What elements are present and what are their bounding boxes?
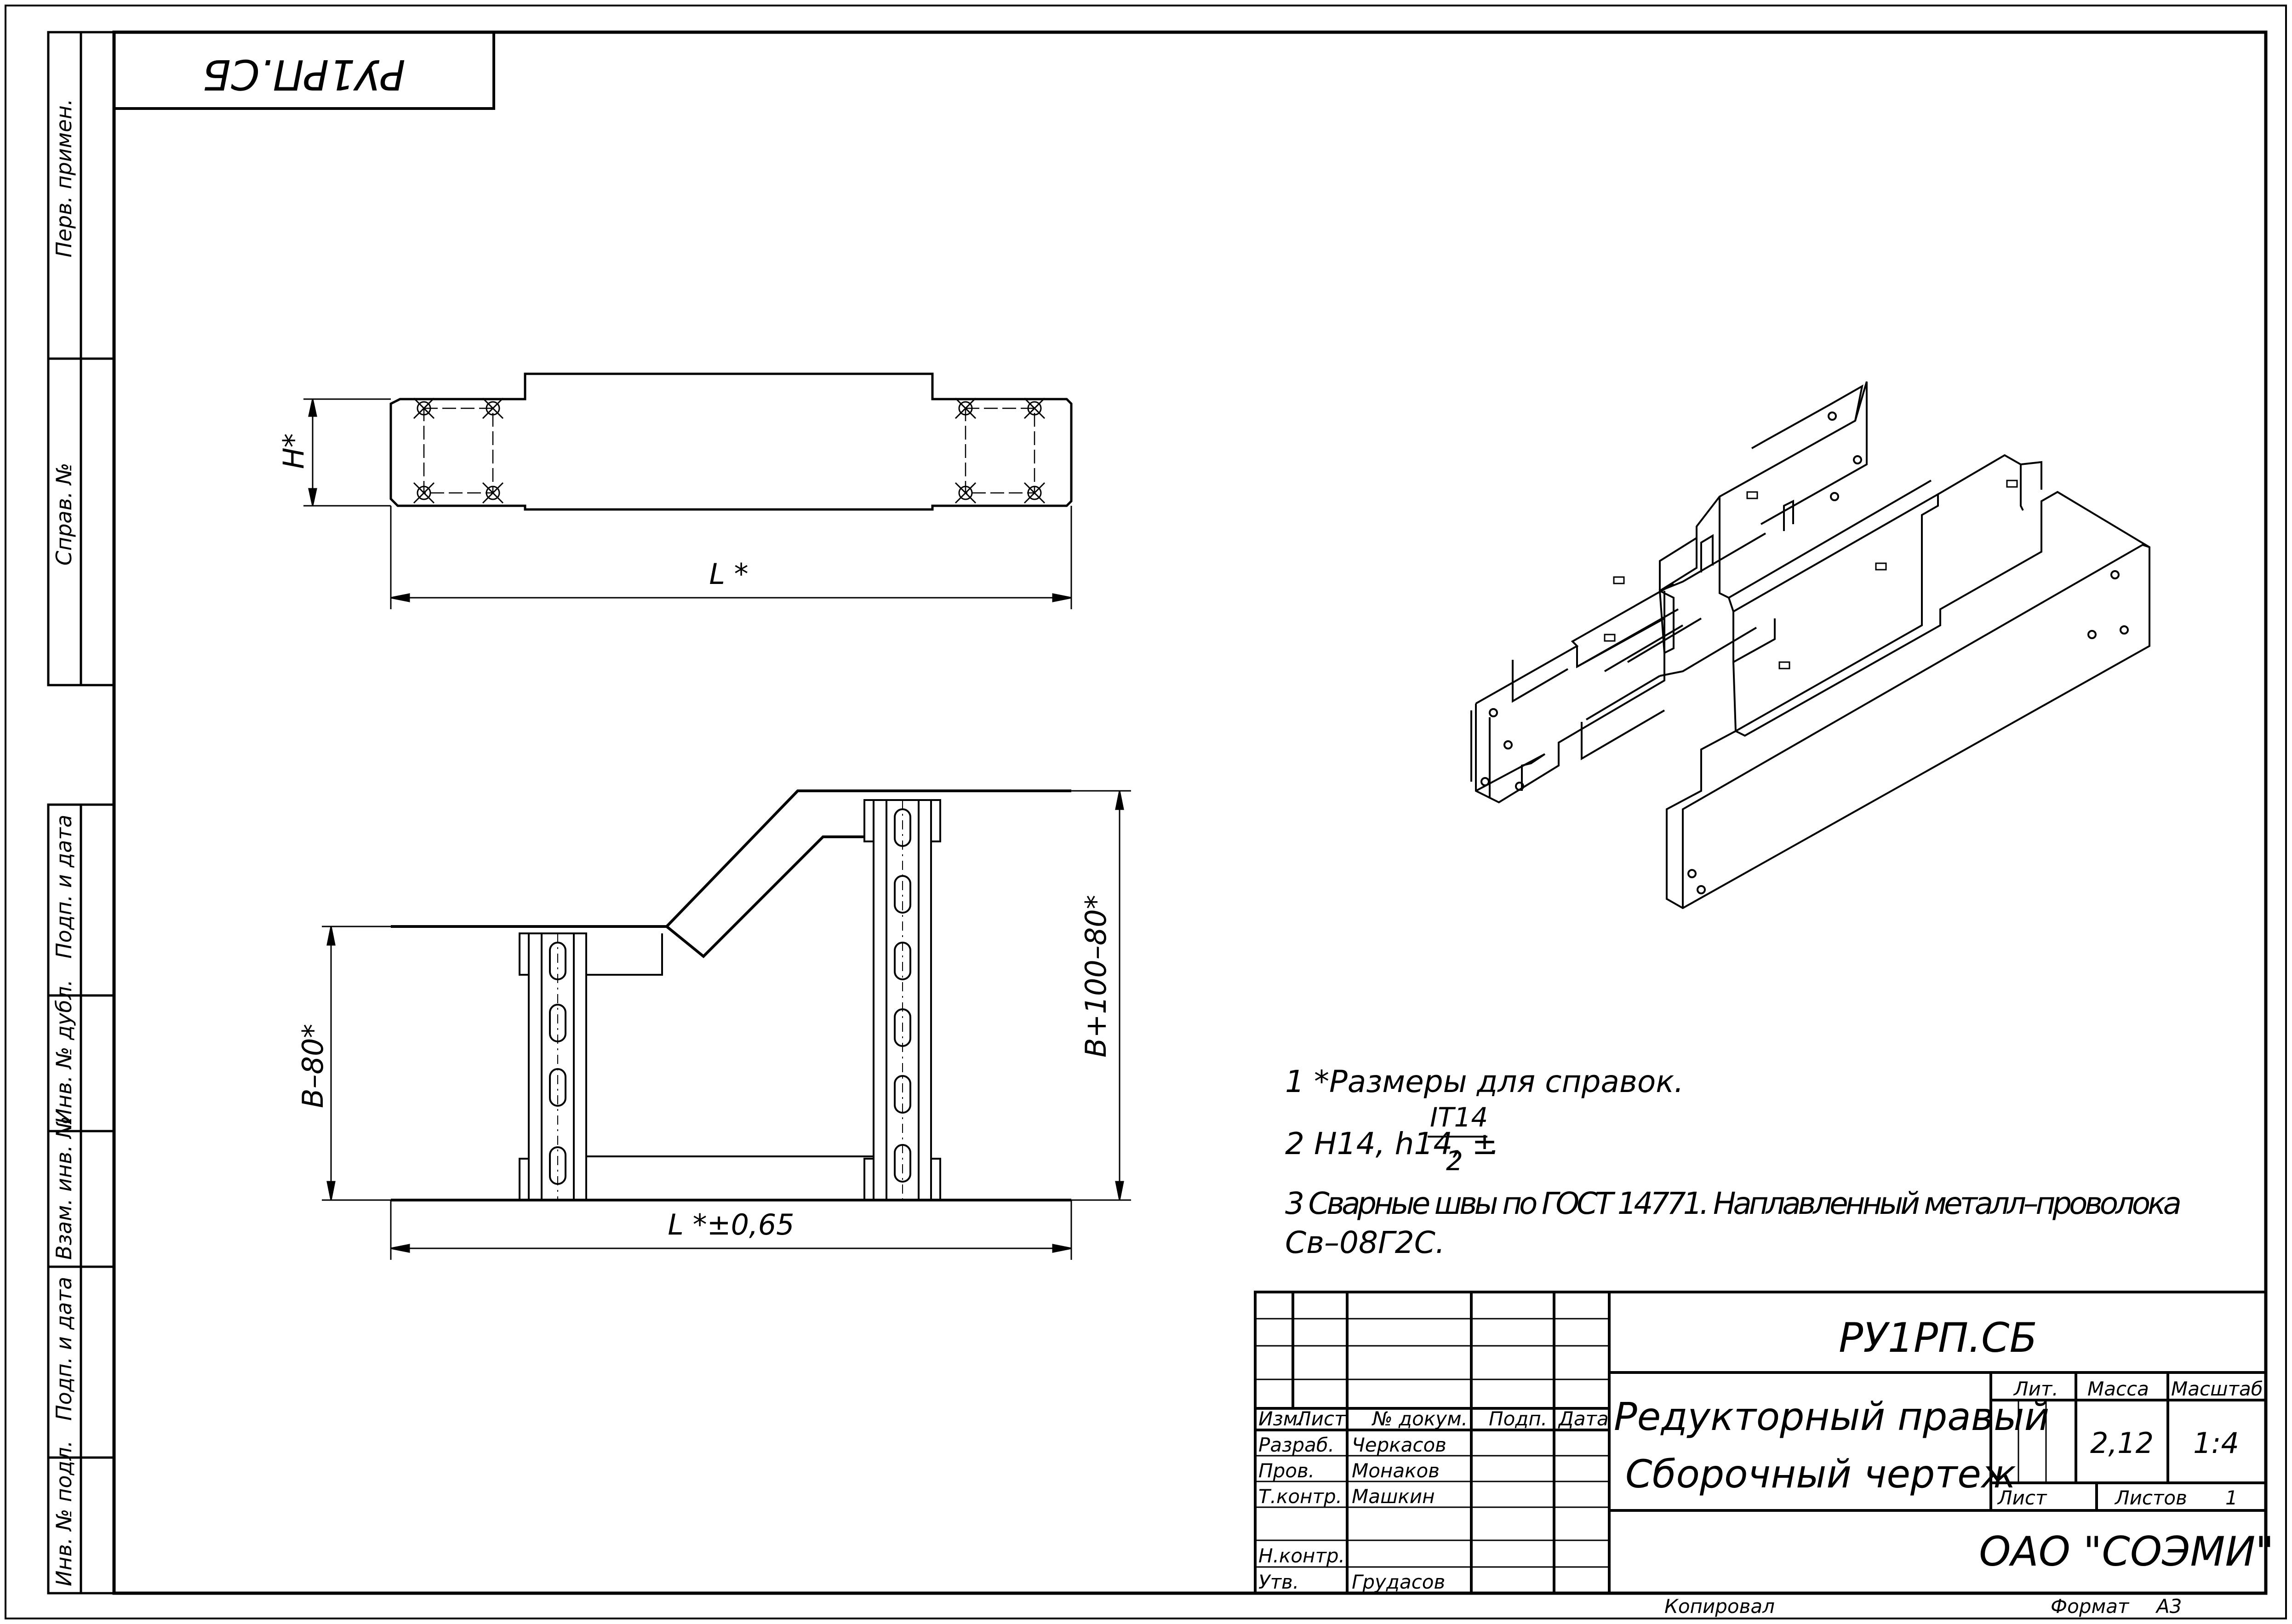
col-izm: Изм. (1258, 1407, 1304, 1430)
organization: ОАО "СОЭМИ" (1979, 1528, 2274, 1575)
name-razrab: Черкасов (1352, 1434, 1446, 1456)
sheets-value: 1 (2225, 1487, 2238, 1509)
b-minus-dimension (322, 926, 391, 1201)
left-strip-upper: Перв. примен. Справ. № (47, 31, 115, 686)
b-plus-dimension (1071, 790, 1131, 1201)
title-block: Изм. Лист № докум. Подп. Дата Разраб. Че… (1254, 1291, 2274, 1595)
note-2-numerator: IT14 (1430, 1102, 1488, 1133)
title-line-1: Редукторный правый (1614, 1394, 2049, 1439)
b-minus-dimension-label: B–80* (296, 1024, 330, 1108)
col-podp: Подп. (1489, 1407, 1547, 1430)
role-nkontr: Н.контр. (1258, 1544, 1345, 1567)
col-list: Лист (1296, 1407, 1346, 1430)
rung-slots (549, 800, 911, 1200)
square-slots (1604, 480, 2018, 669)
name-tkontr: Машкин (1352, 1485, 1435, 1508)
podp-data-label-1: Подп. и дата (51, 815, 76, 959)
scale-label: Масштаб (2171, 1378, 2263, 1400)
sheet-label: Лист (1997, 1487, 2047, 1509)
lit-label: Лит. (2013, 1378, 2058, 1400)
inv-podl-label: Инв. № подл. (51, 1441, 76, 1586)
role-razrab: Разраб. (1258, 1434, 1334, 1456)
inv-dubl-label: Инв. № дубл. (51, 979, 76, 1124)
mounting-holes (413, 397, 1046, 504)
note-2-denominator: 2 (1446, 1145, 1463, 1177)
scale-value: 1:4 (2193, 1426, 2239, 1460)
name-utv: Грудасов (1352, 1571, 1445, 1593)
l-tol-dimension-label: L *±0,65 (668, 1208, 794, 1241)
l-tol-dimension (390, 1200, 1072, 1260)
mirrored-designation-box: РУ1РП.СБ (113, 31, 495, 110)
col-data: Дата (1558, 1407, 1609, 1430)
podp-data-label-2: Подп. и дата (51, 1277, 76, 1421)
b-plus-dimension-label: B+100–80* (1079, 895, 1113, 1058)
copied-label: Копировал (1664, 1595, 1775, 1618)
col-doc: № докум. (1372, 1407, 1468, 1430)
role-tkontr: Т.контр. (1258, 1485, 1342, 1508)
note-2-suffix: . (1490, 1126, 1499, 1161)
note-3-line-2: Св–08Г2С. (1285, 1225, 1445, 1260)
outer-trim-border (5, 5, 2287, 1619)
sheets-label: Листов (2114, 1487, 2187, 1509)
plan-view-drawing: B–80* B+100–80* L *±0,65 (296, 789, 1131, 1260)
isometric-view-drawing (1470, 381, 2150, 909)
mass-label: Масса (2087, 1378, 2149, 1400)
mass-value: 2,12 (2090, 1426, 2154, 1460)
designation: РУ1РП.СБ (1839, 1314, 2037, 1361)
name-prov: Монаков (1352, 1459, 1440, 1482)
technical-notes: 1 *Размеры для справок. 2 H14, h14, ± IT… (1285, 1064, 2182, 1260)
h-dimension (303, 398, 391, 507)
vzam-inv-label: Взам. инв. № (51, 1116, 76, 1260)
mirrored-designation: РУ1РП.СБ (202, 50, 406, 98)
role-prov: Пров. (1258, 1459, 1315, 1482)
bolt-holes (1480, 412, 2129, 894)
side-view-drawing: H* L * (277, 372, 1073, 609)
note-3-line-1: 3 Сварные швы по ГОСТ 14771. Наплавленны… (1285, 1186, 2182, 1221)
h-dimension-label: H* (277, 433, 310, 469)
perv-primen-label: Перв. примен. (51, 99, 76, 257)
left-strip-lower: Подп. и дата Инв. № дубл. Взам. инв. № П… (47, 803, 115, 1595)
note-1: 1 *Размеры для справок. (1285, 1064, 1684, 1099)
role-utv: Утв. (1258, 1571, 1299, 1593)
format-label: Формат (2051, 1595, 2130, 1618)
sprav-no-label: Справ. № (51, 463, 76, 566)
l-dimension (390, 506, 1072, 609)
format-value: А3 (2155, 1595, 2182, 1618)
l-dimension-label: L * (709, 557, 748, 591)
title-line-2: Сборочный чертеж (1625, 1452, 2016, 1497)
note-2-prefix: 2 H14, h14, ± (1285, 1126, 1498, 1161)
